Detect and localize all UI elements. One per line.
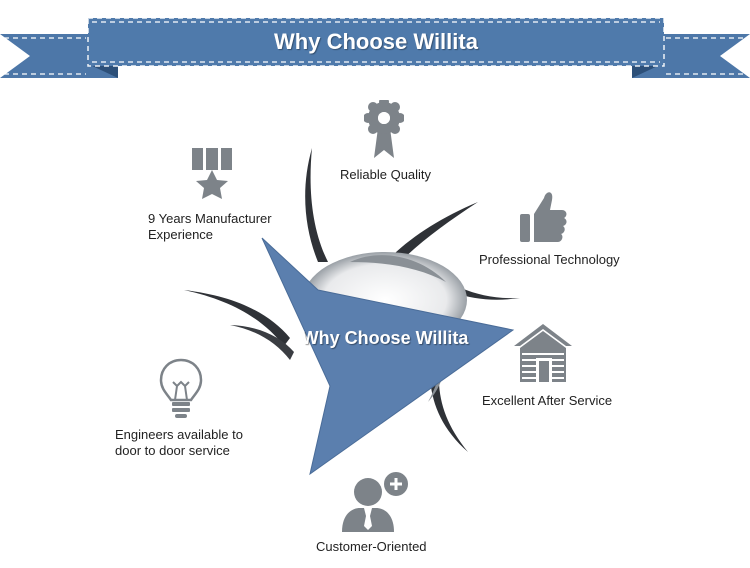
feature-label-professional-technology: Professional Technology xyxy=(479,252,620,267)
ribbon-graphic xyxy=(0,17,750,78)
medal-icon xyxy=(190,148,234,209)
feature-label-manufacturer-experience: 9 Years Manufacturer Experience xyxy=(148,211,272,243)
add-user-icon xyxy=(342,470,412,537)
feature-label-manufacturer-line1: 9 Years Manufacturer xyxy=(148,211,272,226)
feature-label-customer-oriented: Customer-Oriented xyxy=(316,539,427,554)
banner-title: Why Choose Willita xyxy=(274,29,478,54)
light-bulb-icon xyxy=(157,358,205,425)
center-arrow xyxy=(261,237,515,476)
feature-label-engineers: Engineers available to door to door serv… xyxy=(115,427,243,459)
rosette-icon xyxy=(363,97,405,165)
feature-label-excellent-after-service: Excellent After Service xyxy=(482,393,613,408)
header-banner: Why Choose Willita xyxy=(0,0,750,90)
feature-label-engineers-line2: door to door service xyxy=(115,443,230,458)
house-icon xyxy=(512,322,574,389)
swirl-blade xyxy=(305,148,328,262)
feature-label-engineers-line1: Engineers available to xyxy=(115,427,243,442)
feature-label-reliable-quality: Reliable Quality xyxy=(340,167,432,182)
center-title: Why Choose Willita xyxy=(301,328,469,348)
swirl-blade xyxy=(230,325,294,360)
thumbs-up-icon xyxy=(518,188,568,251)
feature-label-manufacturer-line2: Experience xyxy=(148,227,214,242)
